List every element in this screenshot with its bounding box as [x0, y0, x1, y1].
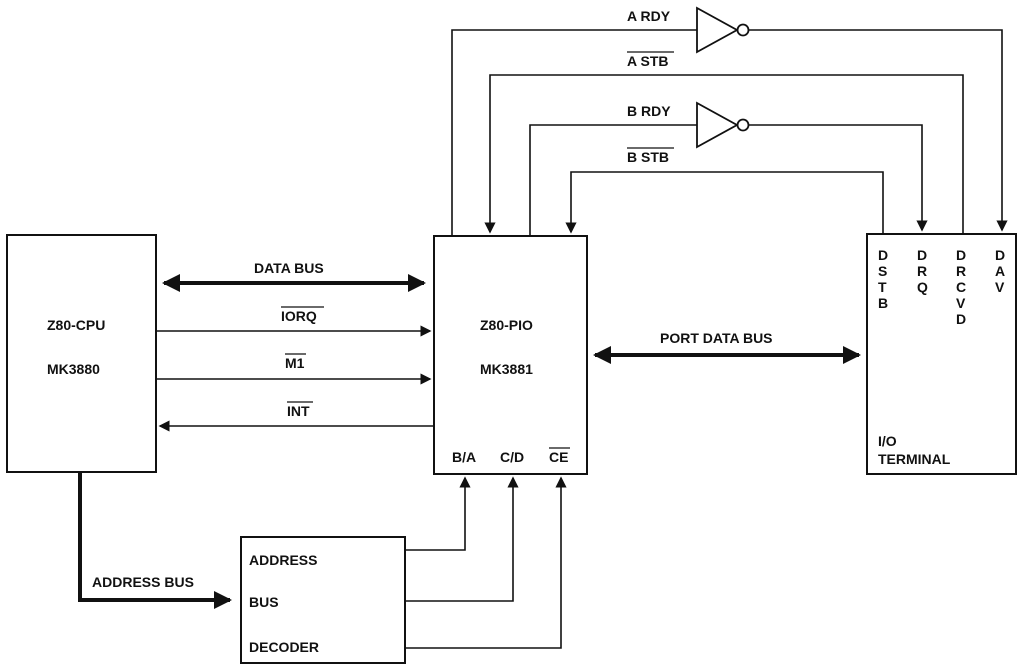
b-rdy-signal: B RDY: [529, 101, 928, 236]
decoder-to-ba: [405, 476, 471, 551]
m1-label: M1: [285, 355, 305, 371]
pin-letter: T: [878, 279, 887, 295]
b-stb-signal: B STB: [565, 147, 884, 234]
a-stb-label: A STB: [627, 53, 668, 69]
b-rdy-inverter: [696, 101, 739, 149]
pin-letter: C: [956, 279, 966, 295]
pin-letter: D: [995, 247, 1005, 263]
pin-letter: D: [878, 247, 888, 263]
data-bus: DATA BUS: [162, 260, 426, 292]
a-rdy-inverter: [696, 6, 739, 54]
pin-letter: D: [956, 311, 966, 327]
pin-letter: D: [956, 247, 966, 263]
pin-ce: CE: [549, 449, 568, 465]
pin-letter: V: [995, 279, 1005, 295]
pin-letter: A: [995, 263, 1005, 279]
terminal-pin-drcvd: D R C V D: [956, 247, 966, 327]
decoder-line1: ADDRESS: [249, 552, 317, 568]
port-data-bus-label: PORT DATA BUS: [660, 330, 773, 346]
cpu-block: Z80-CPU MK3880: [6, 234, 157, 473]
terminal-pin-drq: D R Q: [917, 247, 928, 295]
terminal-block: D S T B D R Q D R C V D D A V I/O TERMIN…: [866, 233, 1017, 475]
iorq-label: IORQ: [281, 308, 317, 324]
pin-letter: D: [917, 247, 927, 263]
decoder-line2: BUS: [249, 594, 279, 610]
terminal-pin-dstb: D S T B: [878, 247, 888, 311]
int-signal: INT: [158, 401, 434, 432]
pin-ba: B/A: [452, 449, 476, 465]
pio-part: MK3881: [480, 361, 533, 377]
decoder-to-ce: [405, 476, 567, 649]
address-bus: ADDRESS BUS: [78, 472, 232, 609]
iorq-signal: IORQ: [156, 306, 432, 337]
terminal-pin-dav: D A V: [995, 247, 1005, 295]
port-data-bus: PORT DATA BUS: [593, 330, 861, 364]
m1-signal: M1: [156, 353, 432, 385]
terminal-line1: I/O: [878, 433, 897, 449]
int-label: INT: [287, 403, 310, 419]
decoder-line3: DECODER: [249, 639, 319, 655]
b-rdy-label: B RDY: [627, 103, 671, 119]
pin-letter: R: [917, 263, 927, 279]
cpu-part: MK3880: [47, 361, 100, 377]
pin-letter: R: [956, 263, 966, 279]
address-bus-label: ADDRESS BUS: [92, 574, 194, 590]
pin-letter: V: [956, 295, 966, 311]
a-stb-signal: A STB: [484, 51, 964, 234]
pin-letter: Q: [917, 279, 928, 295]
a-rdy-label: A RDY: [627, 8, 671, 24]
pin-letter: S: [878, 263, 887, 279]
cpu-name: Z80-CPU: [47, 317, 105, 333]
pin-cd: C/D: [500, 449, 524, 465]
pio-block: Z80-PIO MK3881 B/A C/D CE: [433, 235, 588, 475]
terminal-line2: TERMINAL: [878, 451, 951, 467]
decoder-block: ADDRESS BUS DECODER: [240, 536, 406, 664]
decoder-to-cd: [405, 476, 519, 602]
b-stb-label: B STB: [627, 149, 669, 165]
data-bus-label: DATA BUS: [254, 260, 324, 276]
pio-name: Z80-PIO: [480, 317, 533, 333]
a-rdy-signal: A RDY: [451, 6, 1008, 236]
pin-letter: B: [878, 295, 888, 311]
